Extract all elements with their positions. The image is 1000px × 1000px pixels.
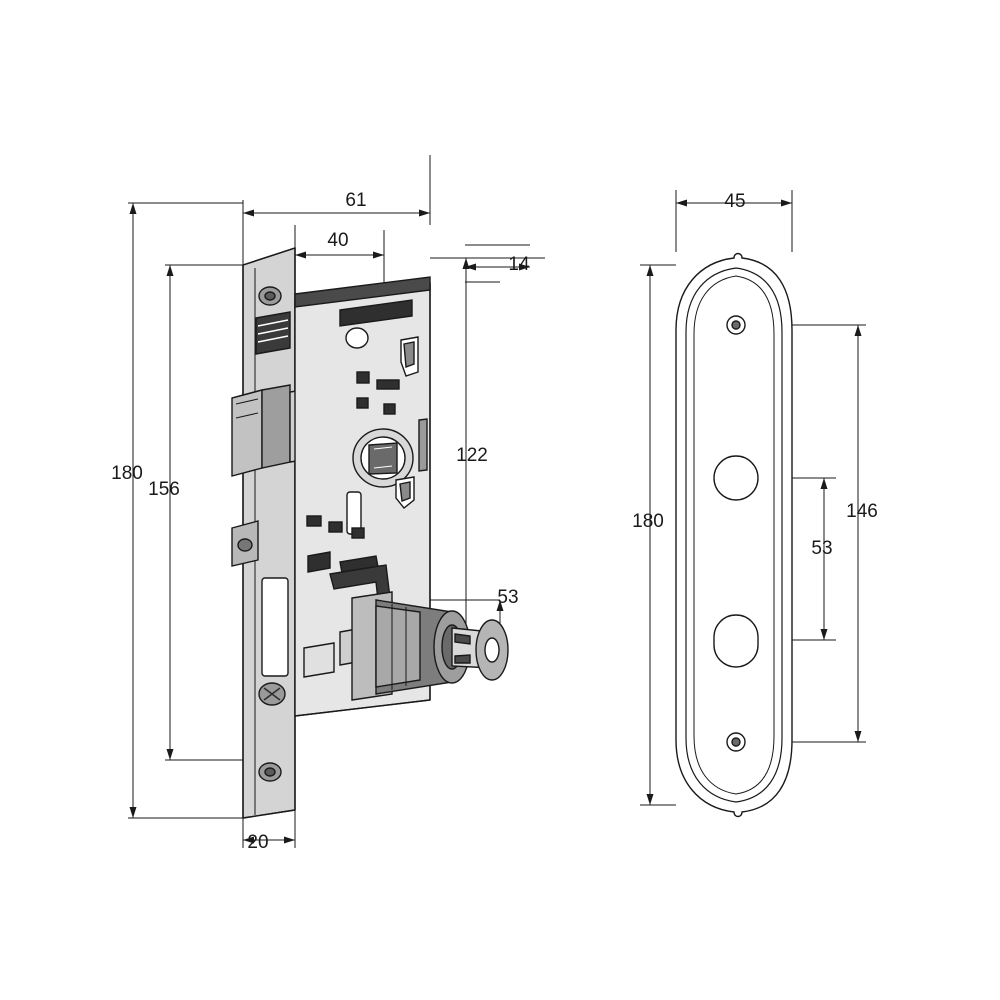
dim-14-label: 14 bbox=[508, 254, 530, 275]
dim-45-label: 45 bbox=[724, 191, 745, 212]
dim-146-line bbox=[854, 325, 862, 742]
escutcheon-screw-bottom bbox=[726, 732, 746, 752]
case-screw-bottom bbox=[258, 682, 286, 706]
dim-53-right-line bbox=[820, 478, 828, 640]
faceplate-slot bbox=[261, 577, 289, 677]
dim-180-label: 180 bbox=[111, 463, 143, 484]
lock-case-top-rail bbox=[294, 276, 431, 327]
dim-53-right-label: 53 bbox=[811, 538, 832, 559]
dim-146-label: 146 bbox=[846, 501, 878, 522]
dim-40-label: 40 bbox=[327, 230, 348, 251]
dim-14-line bbox=[465, 263, 530, 271]
dim-20-label: 20 bbox=[247, 832, 268, 853]
dim-122-label: 122 bbox=[456, 445, 488, 466]
dim-40-line bbox=[295, 251, 384, 259]
deadbolt-stub bbox=[231, 520, 259, 567]
cylinder-hole bbox=[713, 614, 759, 668]
faceplate-screw-top bbox=[258, 286, 282, 306]
spindle-hub bbox=[352, 428, 414, 488]
dim-61-line bbox=[243, 209, 430, 217]
dim-156-line bbox=[166, 265, 174, 760]
dim-61-label: 61 bbox=[345, 190, 366, 211]
dim-180-right-line bbox=[646, 265, 654, 805]
left-extension-lines bbox=[128, 155, 545, 848]
dim-53-left-label: 53 bbox=[497, 587, 518, 608]
dim-180-right-label: 180 bbox=[632, 511, 664, 532]
faceplate-hatch bbox=[255, 311, 291, 355]
dim-20-line bbox=[243, 836, 295, 844]
dim-156-label: 156 bbox=[148, 479, 180, 500]
escutcheon-screw-top bbox=[726, 315, 746, 335]
dim-45-line bbox=[676, 199, 792, 207]
handle-hole bbox=[713, 455, 759, 501]
case-hole-upper bbox=[345, 327, 369, 349]
escutcheon-plate bbox=[675, 252, 793, 818]
dim-180-line bbox=[129, 203, 137, 818]
euro-cylinder bbox=[351, 591, 509, 701]
latch-bolt bbox=[231, 384, 291, 477]
faceplate-screw-bottom bbox=[258, 762, 282, 782]
